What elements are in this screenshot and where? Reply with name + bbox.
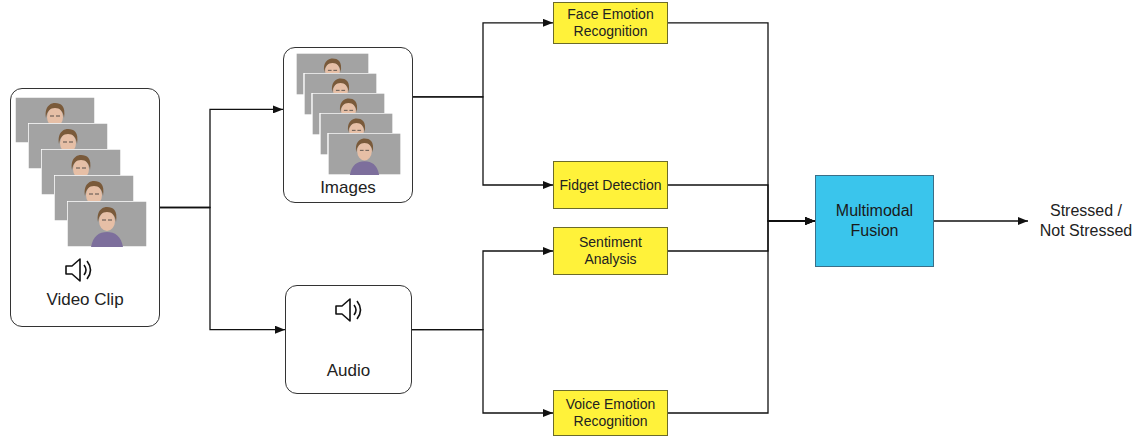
connector-arrow [413, 23, 553, 97]
process-box: Sentiment Analysis [553, 227, 668, 275]
connector-arrow [668, 185, 815, 221]
speaker-icon [66, 259, 91, 281]
node-label: Video Clip [46, 290, 123, 310]
process-box: Voice Emotion Recognition [553, 390, 668, 436]
image-group-box: Images [283, 47, 413, 203]
video-frame [67, 201, 147, 247]
speaker-wave [357, 301, 361, 319]
process-box: Face Emotion Recognition [553, 2, 668, 44]
connector-arrow [160, 208, 285, 330]
connector-arrow [668, 221, 815, 413]
video-frames [15, 97, 147, 247]
connector-arrow [160, 109, 283, 207]
speaker-icon [336, 299, 361, 321]
connector-arrow [412, 251, 553, 330]
connector-arrow [412, 330, 553, 413]
image-frames [296, 53, 401, 175]
fusion-box: Multimodal Fusion [815, 175, 934, 267]
image-frame [328, 133, 401, 175]
speaker-wave [87, 261, 91, 279]
connector-arrow [668, 23, 815, 221]
speaker-body [66, 259, 80, 281]
output-arrow [934, 220, 1028, 221]
input-group-box: Video Clip [10, 88, 160, 327]
node-label: Images [320, 178, 376, 198]
node-label: Multimodal Fusion [822, 201, 927, 241]
speaker-body [336, 299, 350, 321]
process-box: Fidget Detection [553, 161, 668, 209]
speaker-wave [84, 265, 86, 275]
node-label: Voice Emotion Recognition [558, 396, 663, 430]
node-label: Fidget Detection [560, 177, 662, 194]
node-label: Audio [327, 361, 370, 381]
connector-arrow [668, 221, 815, 251]
speaker-wave [354, 305, 356, 315]
connector-arrow [413, 97, 553, 185]
output-label: Stressed / Not Stressed [1036, 201, 1136, 241]
node-label: Sentiment Analysis [558, 234, 663, 268]
node-label: Face Emotion Recognition [558, 6, 663, 40]
audio-group-box: Audio [285, 285, 412, 394]
